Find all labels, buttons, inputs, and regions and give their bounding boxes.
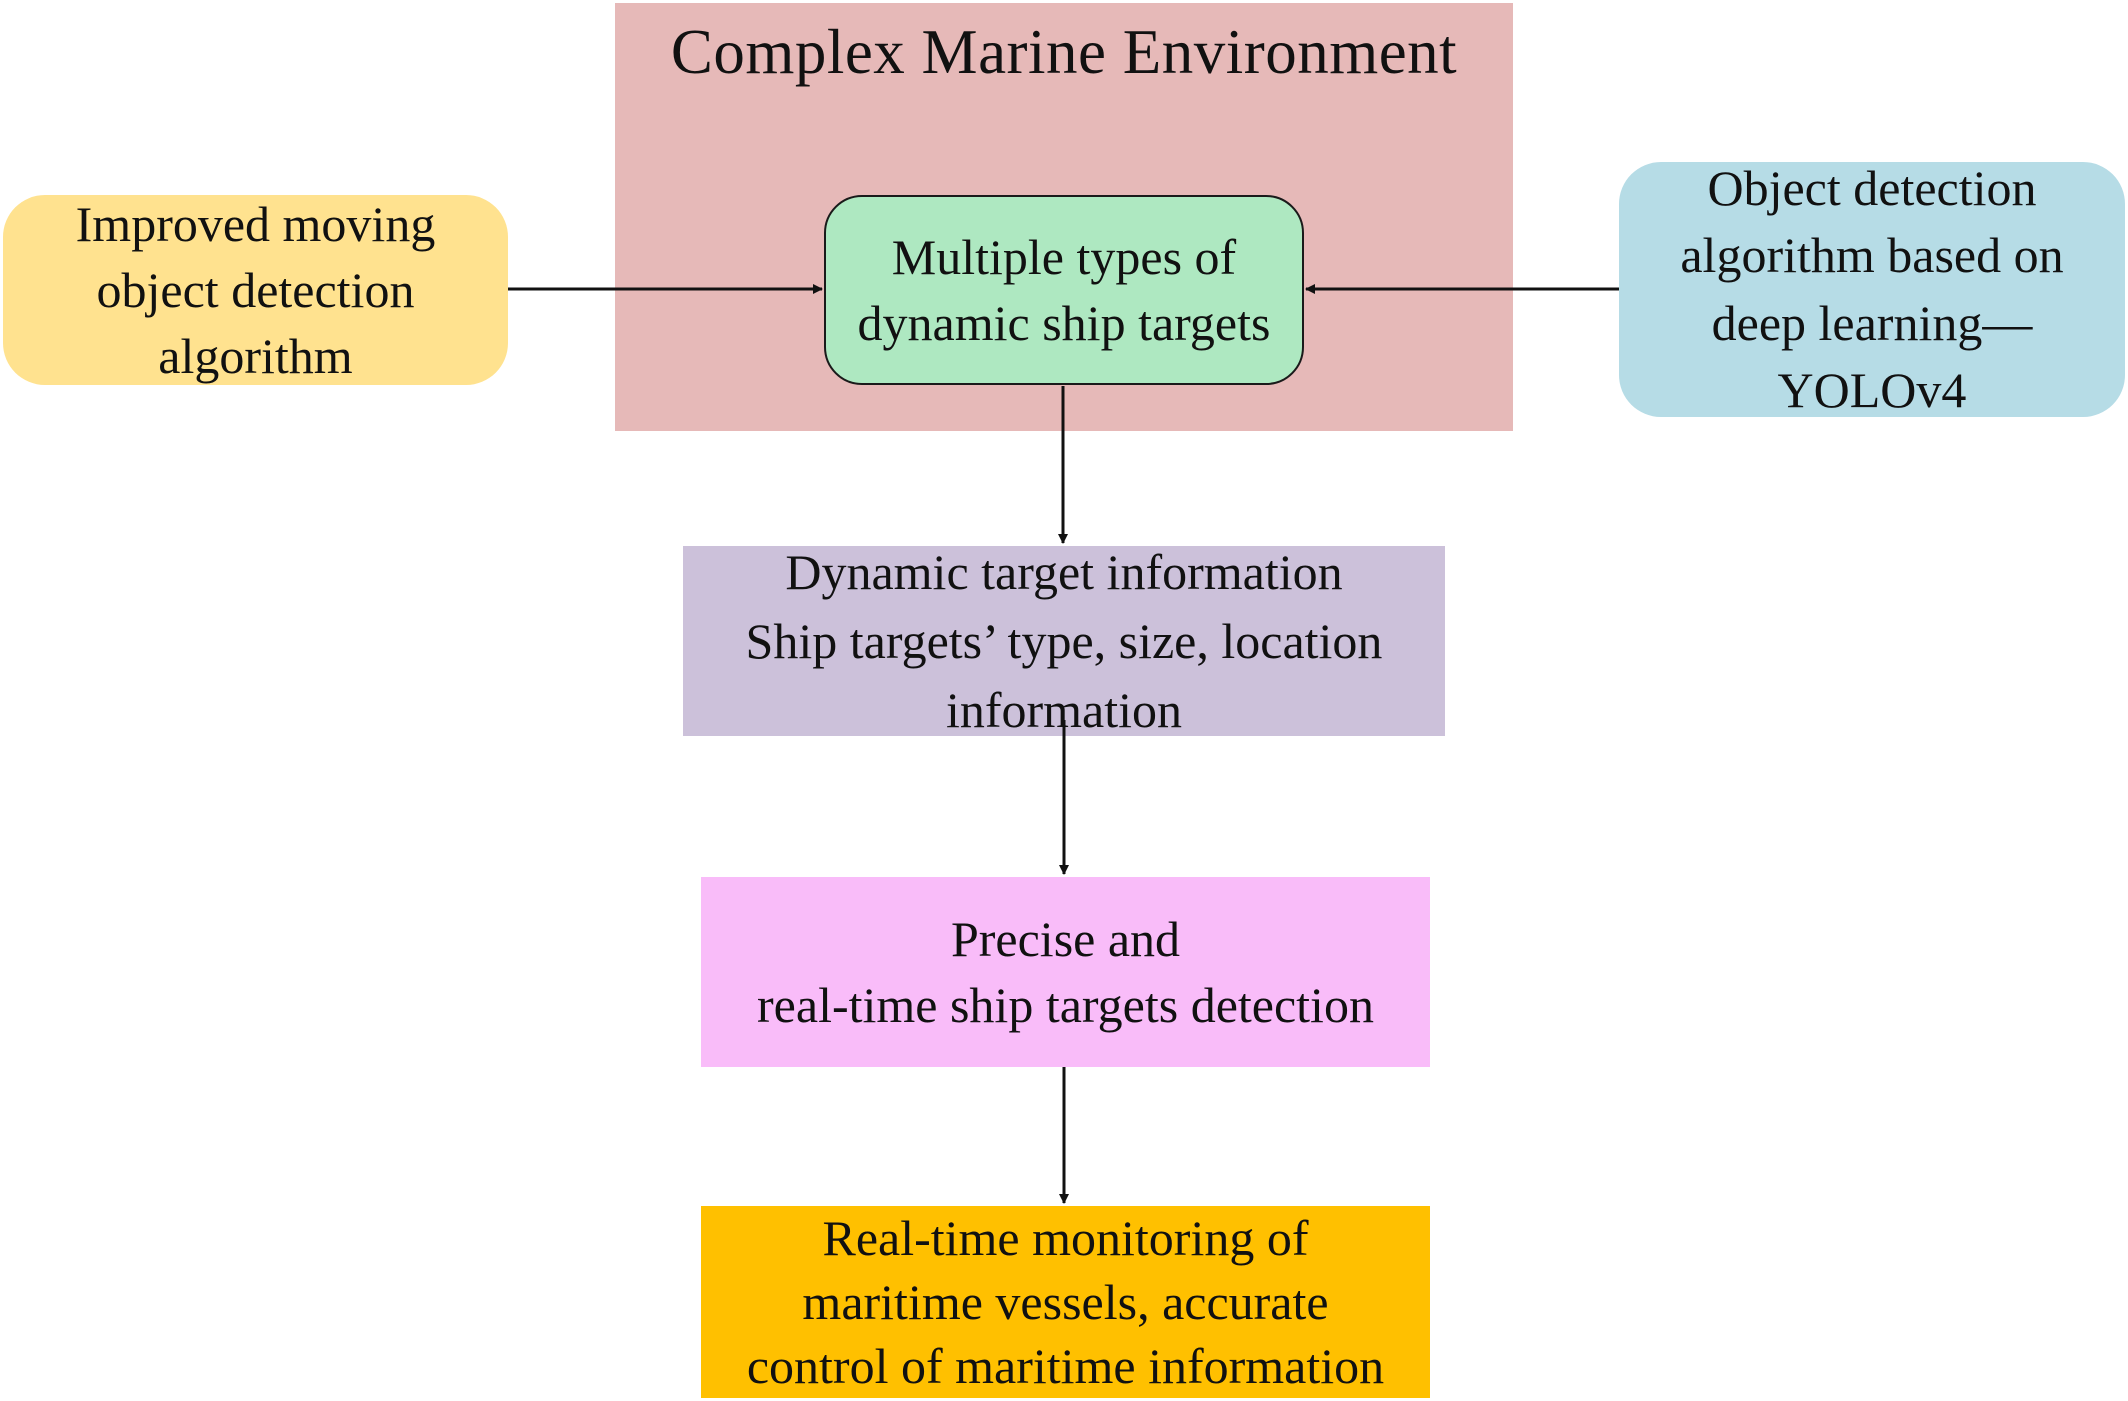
dynamic-ship-targets-label: Multiple types of dynamic ship targets bbox=[857, 229, 1271, 351]
ship-detection-box: Precise and real-time ship targets detec… bbox=[701, 877, 1430, 1067]
yolov4-detection-box: Object detection algorithm based on deep… bbox=[1619, 160, 2125, 418]
moving-object-detection-label: Improved moving object detection algorit… bbox=[75, 196, 436, 384]
dynamic-ship-targets-box: Multiple types of dynamic ship targets bbox=[824, 195, 1304, 385]
maritime-monitoring-box: Real-time monitoring of maritime vessels… bbox=[701, 1206, 1430, 1398]
target-information-label: Dynamic target information Ship targets’… bbox=[745, 543, 1383, 738]
maritime-monitoring-label: Real-time monitoring of maritime vessels… bbox=[746, 1210, 1385, 1394]
target-information-box: Dynamic target information Ship targets’… bbox=[683, 544, 1445, 738]
moving-object-detection-box: Improved moving object detection algorit… bbox=[3, 195, 508, 385]
ship-detection-label: Precise and real-time ship targets detec… bbox=[757, 911, 1374, 1033]
yolov4-detection-label: Object detection algorithm based on deep… bbox=[1680, 159, 2064, 419]
environment-label: Complex Marine Environment bbox=[670, 17, 1458, 87]
